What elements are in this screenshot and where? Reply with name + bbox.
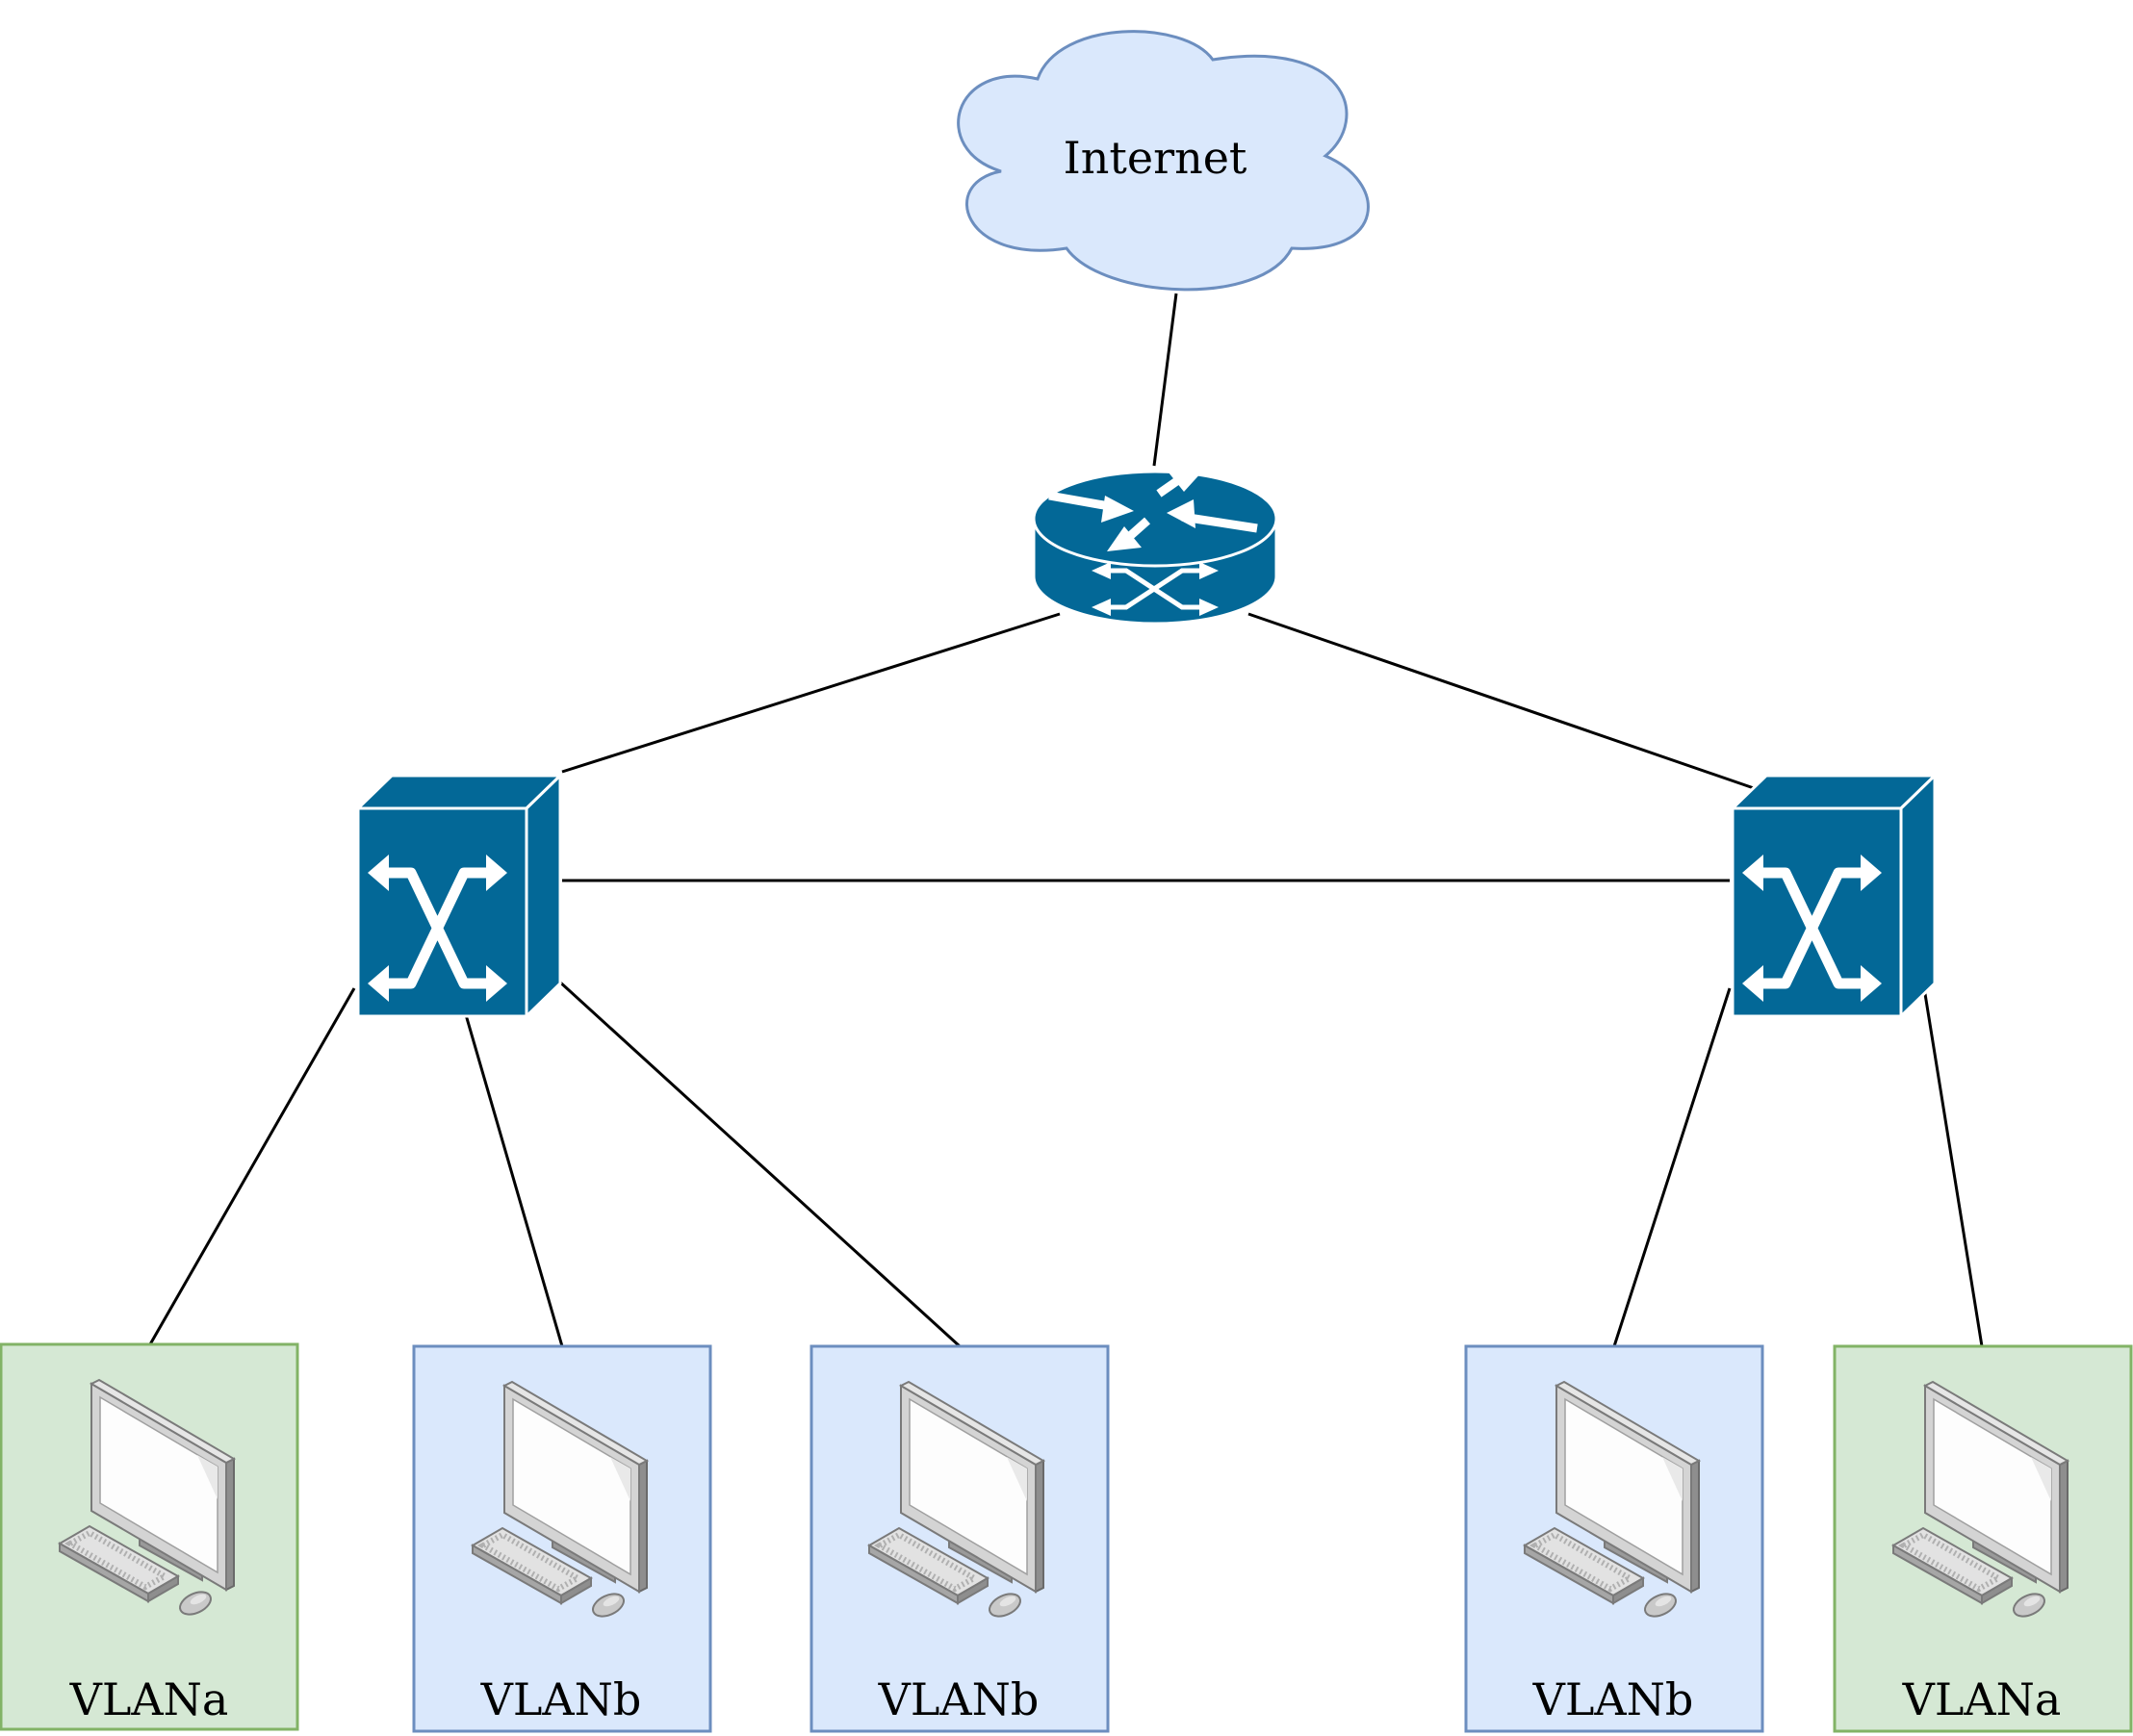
switch-left [358, 776, 560, 1016]
host-4: VLANb [1464, 1344, 1764, 1733]
switch-icon [358, 776, 560, 1016]
host-5: VLANa [1833, 1344, 2133, 1733]
host-label: VLANb [480, 1673, 642, 1725]
switch-right [1733, 776, 1935, 1016]
host-3: VLANb [810, 1344, 1110, 1733]
switch-icon [1733, 776, 1935, 1016]
router-icon [1032, 470, 1278, 625]
link-switch-right-host-4 [1612, 987, 1732, 1347]
link-switch-right-host-5 [1919, 969, 1984, 1347]
host-label: VLANb [1532, 1673, 1694, 1725]
link-switch-left-host-3 [545, 968, 962, 1348]
link-switch-left-host-1 [148, 987, 356, 1345]
host-label: VLANb [878, 1673, 1040, 1725]
host-label: VLANa [69, 1673, 229, 1725]
links [148, 293, 1984, 1348]
internet-cloud: Internet [957, 30, 1370, 292]
link-switch-left-host-2 [456, 987, 564, 1347]
link-router-switch-left [561, 612, 1061, 774]
cloud-label: Internet [1064, 132, 1247, 184]
host-1: VLANa [0, 1342, 299, 1731]
host-label: VLANa [1902, 1673, 2062, 1725]
host-2: VLANb [412, 1344, 712, 1733]
cloud-icon [957, 30, 1370, 292]
link-internet-router [1152, 293, 1178, 467]
link-router-switch-right [1247, 612, 1755, 790]
router [1032, 470, 1278, 625]
